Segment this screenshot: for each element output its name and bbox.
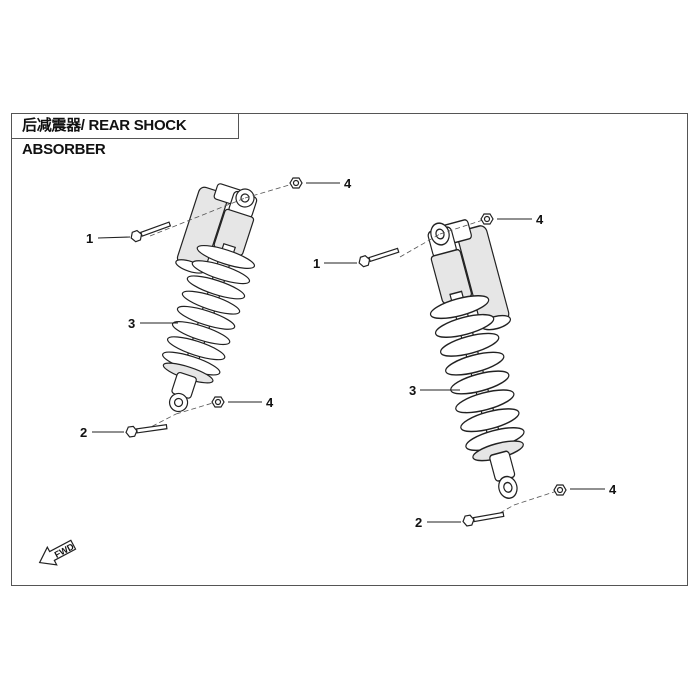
diagram-title: 后减震器/ REAR SHOCK ABSORBER <box>11 113 239 158</box>
callout-2: 2 <box>415 515 422 530</box>
callouts-right: 4 1 3 4 2 <box>313 212 617 530</box>
bolt-2-right <box>461 508 505 528</box>
bolt-1-right <box>357 244 401 269</box>
callout-4: 4 <box>344 176 352 191</box>
callout-4: 4 <box>266 395 274 410</box>
bolt-1-left <box>128 218 173 244</box>
right-shock-absorber <box>357 210 567 528</box>
callout-4: 4 <box>609 482 617 497</box>
nut-4-right-bottom <box>553 484 567 496</box>
callout-1: 1 <box>86 231 93 246</box>
callouts-left: 1 4 3 4 2 <box>80 176 352 440</box>
callout-2: 2 <box>80 425 87 440</box>
callout-3: 3 <box>128 316 135 331</box>
bolt-2-left <box>124 421 168 438</box>
nut-4-left-top <box>289 177 303 189</box>
nut-4-right-top <box>480 213 494 225</box>
fwd-arrow-icon: FWD <box>38 539 77 566</box>
callout-1: 1 <box>313 256 320 271</box>
left-shock-absorber <box>124 174 303 438</box>
callout-3: 3 <box>409 383 416 398</box>
nut-4-left-bottom <box>211 396 225 408</box>
callout-4: 4 <box>536 212 544 227</box>
diagram-frame <box>11 113 688 586</box>
